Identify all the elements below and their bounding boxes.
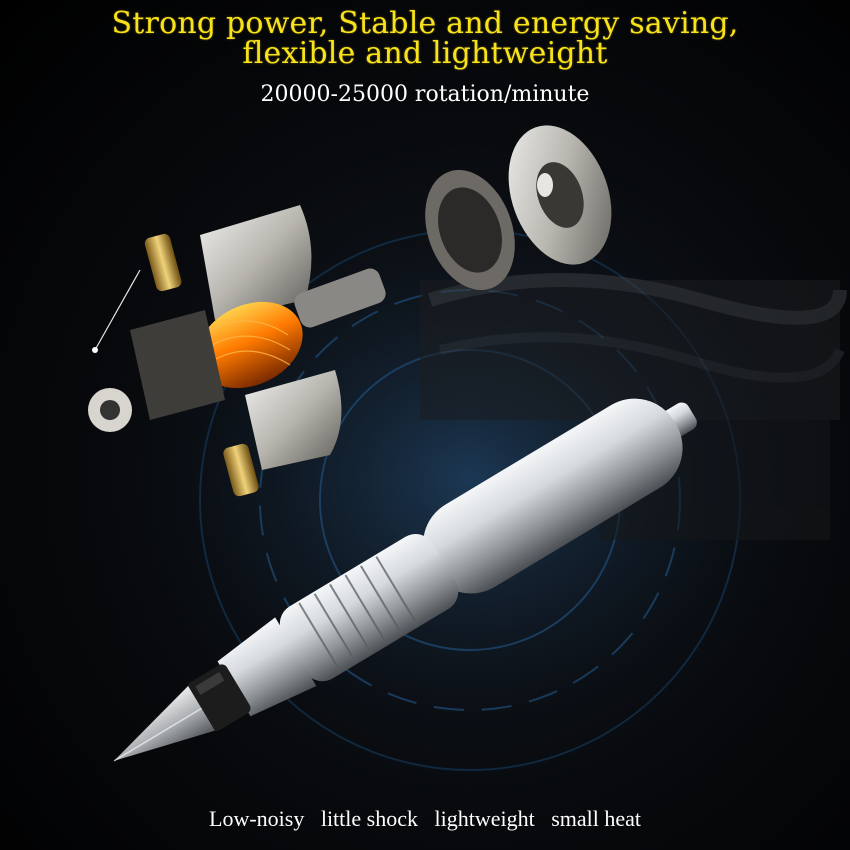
rotation-speed-spec: 20000-25000 rotation/minute (260, 82, 590, 107)
needle-cartridge-tip (114, 686, 215, 761)
copper-coil (197, 301, 303, 389)
aluminum-tattoo-pen (113, 398, 697, 762)
headline-line-2: flexible and lightweight (242, 36, 608, 71)
feature-list: Low-noisy little shock lightweight small… (209, 806, 641, 831)
headline-line-1: Strong power, Stable and energy saving, (111, 6, 739, 41)
exploded-motor-assembly (88, 125, 612, 497)
